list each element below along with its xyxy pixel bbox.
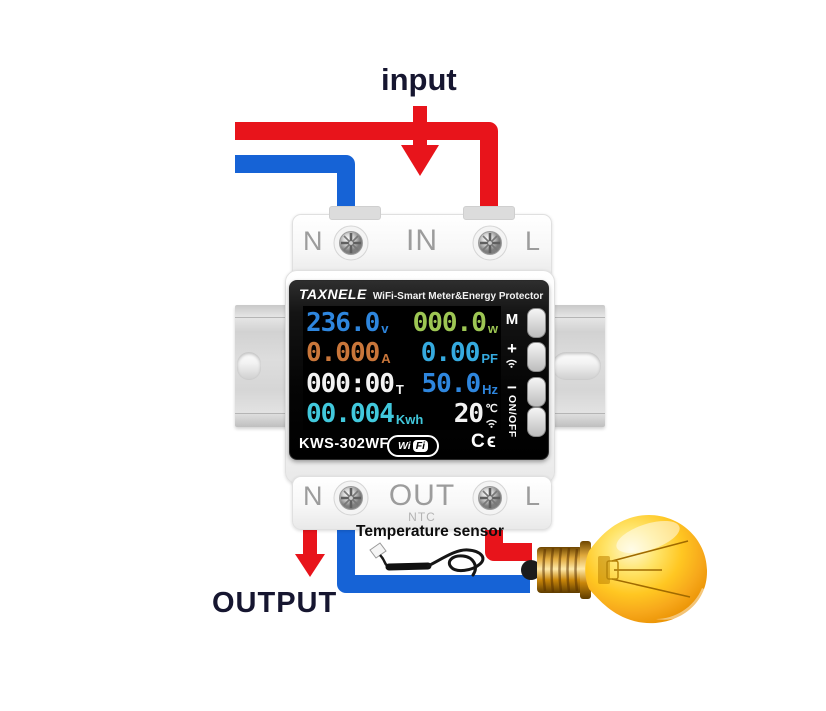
input-label: input — [381, 62, 457, 97]
bottom-terminal-block: N OUT NTC L — [292, 476, 552, 530]
terminal-screw-top-right[interactable] — [472, 225, 508, 261]
lcd-wifi-icon — [486, 419, 497, 428]
button-plus-label: + — [507, 339, 517, 358]
input-arrow — [401, 106, 439, 176]
lcd-energy: 00.004 Kwh — [306, 398, 424, 429]
temperature-sensor-cable — [369, 542, 485, 577]
button-m-label: M — [505, 311, 519, 328]
terminal-screw-bottom-right[interactable] — [472, 480, 508, 516]
bulb-glass — [585, 515, 708, 624]
terminal-label-ntc: NTC — [408, 510, 436, 524]
terminal-label-n-bottom: N — [303, 481, 323, 511]
ce-mark: Cϵ — [471, 431, 498, 452]
m-button[interactable] — [527, 308, 546, 338]
wifi-badge: Wi Fi — [387, 435, 439, 457]
lcd-time: 000:00 T — [306, 368, 404, 399]
output-label: OUTPUT — [212, 587, 338, 619]
terminal-label-in: IN — [406, 224, 438, 257]
top-wire-tab-right — [463, 206, 515, 220]
button-onoff-label: ON/OFF — [506, 395, 518, 438]
lcd-voltage: 236.0 v — [306, 308, 389, 338]
model-label: KWS-302WF — [299, 436, 389, 452]
plus-wifi-icon — [506, 359, 517, 368]
terminal-screw-top-left[interactable] — [333, 225, 369, 261]
din-rail-slot-left — [237, 352, 261, 380]
terminal-label-l-top: L — [524, 226, 540, 256]
lcd-temperature: 20 ℃ — [453, 398, 498, 429]
terminal-label-out: OUT — [388, 479, 456, 512]
plus-button[interactable] — [527, 342, 546, 372]
bulb-filament — [611, 540, 691, 598]
wifi-badge-wi: Wi — [397, 440, 411, 452]
brand-logo: TAXNELE — [299, 286, 367, 302]
celsius-unit: ℃ — [485, 402, 498, 415]
button-minus-label: − — [507, 378, 517, 397]
minus-button[interactable] — [527, 377, 546, 407]
top-wire-tab-left — [329, 206, 381, 220]
display-title: WiFi-Smart Meter&Energy Protector — [372, 291, 544, 302]
lcd-power-factor: 0.00 PF — [420, 338, 498, 369]
din-rail-slot-right — [552, 352, 601, 380]
display-bezel: TAXNELE WiFi-Smart Meter&Energy Protecto… — [289, 280, 549, 460]
lcd-screen: 236.0 v 000.0 w 0.000 A 0.00 PF — [303, 306, 501, 430]
bulb-screw-base — [537, 547, 583, 593]
light-bulb — [521, 515, 708, 624]
output-arrow — [295, 528, 325, 577]
lcd-frequency: 50.0 Hz — [421, 368, 498, 399]
onoff-button[interactable] — [527, 407, 546, 437]
bulb-contact-tip — [521, 560, 541, 580]
wifi-badge-fi: Fi — [412, 440, 429, 452]
terminal-label-l-bottom: L — [524, 481, 540, 511]
lcd-power: 000.0 w — [412, 308, 498, 338]
terminal-screw-bottom-left[interactable] — [333, 480, 369, 516]
temperature-sensor-label: Temperature sensor — [356, 523, 504, 540]
terminal-label-n-top: N — [303, 226, 323, 256]
lcd-current: 0.000 A — [306, 338, 391, 369]
display-header: TAXNELE WiFi-Smart Meter&Energy Protecto… — [299, 286, 544, 302]
